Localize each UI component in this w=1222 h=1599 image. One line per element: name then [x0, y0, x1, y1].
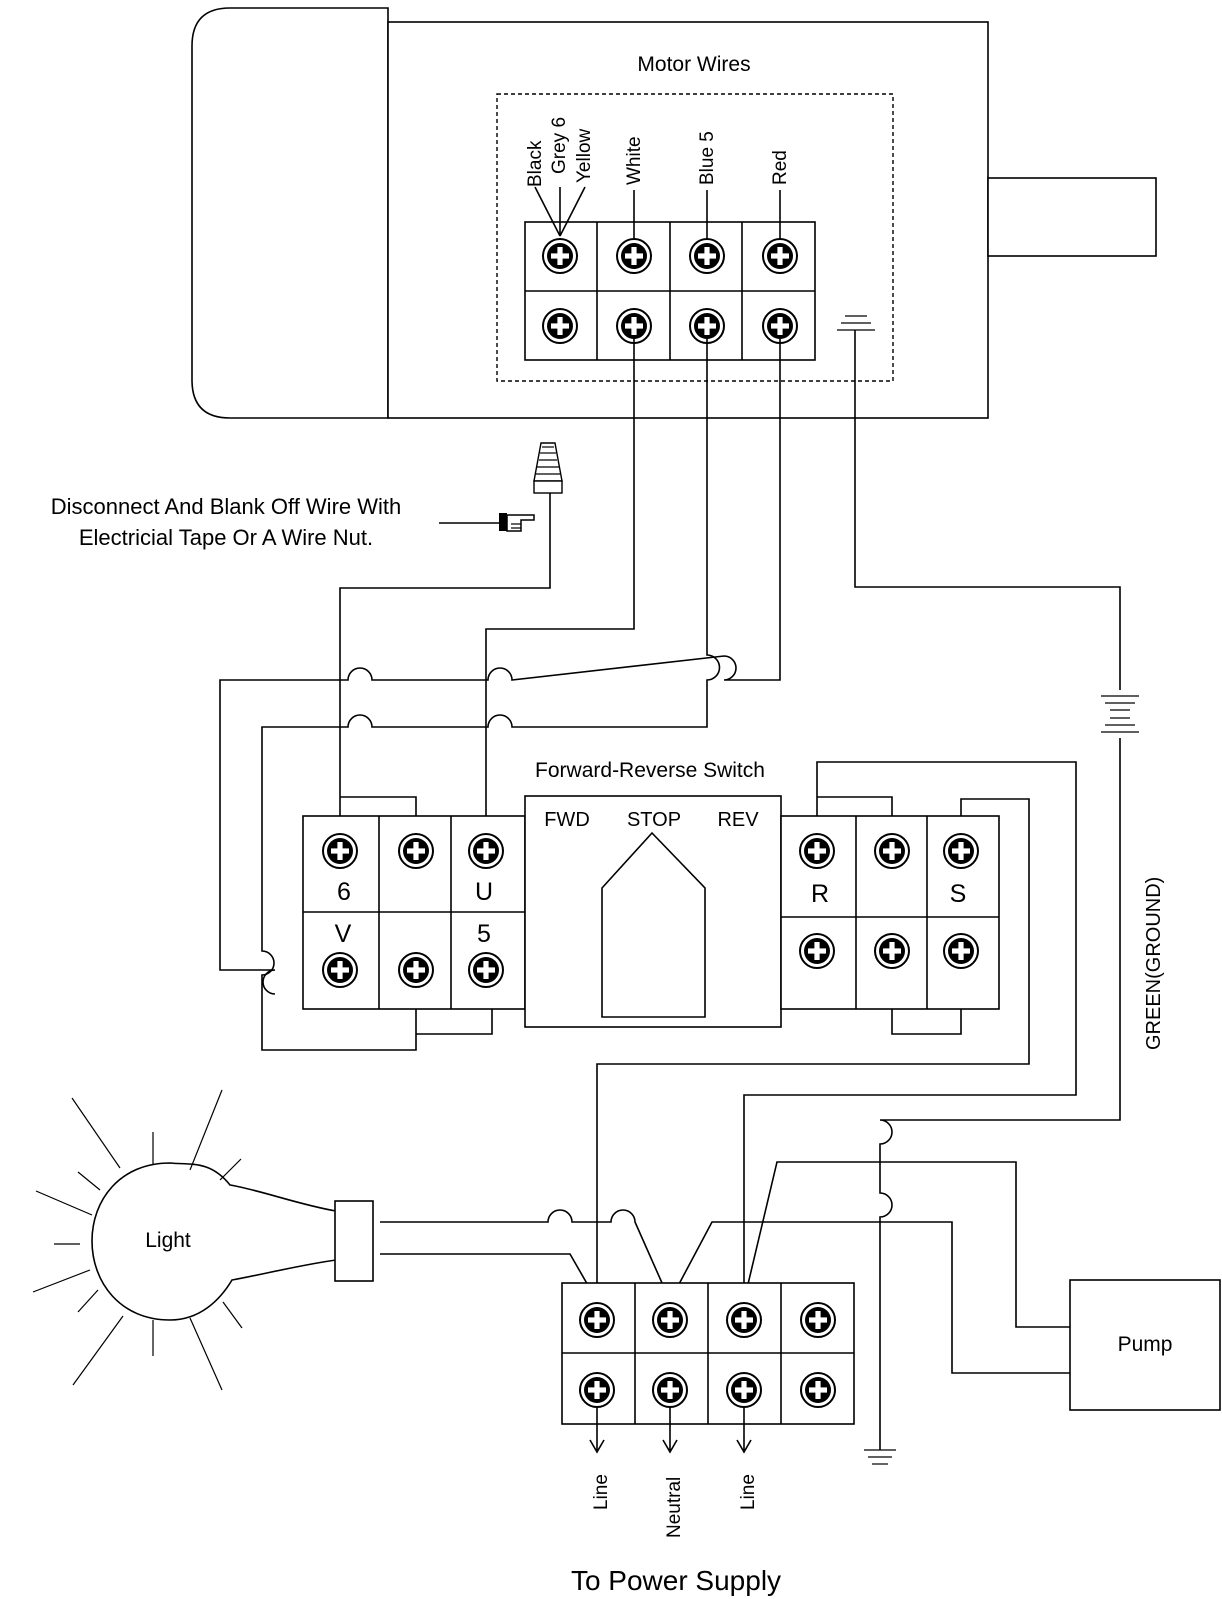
ground-label: GREEN(GROUND): [1143, 877, 1165, 1050]
pump: Pump: [1069, 1279, 1221, 1411]
switch-screw: [322, 952, 358, 988]
wire-nut-icon: [533, 442, 563, 494]
supply-screw: [579, 1372, 615, 1408]
switch-screw: [799, 933, 835, 969]
motor-screw: [542, 238, 578, 274]
switch-screw: [468, 833, 504, 869]
power-supply-terminal-block: Line Neutral Line To Power Supply: [561, 1282, 855, 1596]
supply-screw: [726, 1372, 762, 1408]
wire-label-white: White: [624, 136, 645, 185]
terminal-label-r: R: [811, 880, 829, 908]
motor-screw: [689, 238, 725, 274]
switch-screw: [799, 833, 835, 869]
note-line-1: Disconnect And Blank Off Wire With: [51, 494, 402, 519]
terminal-label-v: V: [335, 920, 352, 948]
ground-wire-symbol: [1100, 690, 1140, 738]
pump-label: Pump: [1118, 1333, 1173, 1356]
supply-screw: [800, 1372, 836, 1408]
supply-screw: [579, 1302, 615, 1338]
motor-ground-icon: [837, 315, 875, 418]
switch-screw: [874, 933, 910, 969]
wire-label-yellow: Yellow: [574, 128, 595, 183]
supply-screw: [800, 1302, 836, 1338]
switch-screw: [943, 833, 979, 869]
light-rays-icon: [32, 1089, 243, 1391]
terminal-label-u: U: [475, 878, 493, 906]
switch-screw: [398, 952, 434, 988]
motor-screw: [762, 238, 798, 274]
supply-title: To Power Supply: [571, 1565, 781, 1596]
switch-screw: [468, 952, 504, 988]
terminal-label-6: 6: [337, 878, 351, 906]
terminal-label-5: 5: [477, 920, 491, 948]
motor-wires-title: Motor Wires: [637, 53, 750, 76]
supply-arrows: [589, 1408, 752, 1454]
supply-label-line-1: Line: [591, 1474, 612, 1510]
supply-screw: [652, 1302, 688, 1338]
motor: Motor Wires Black Grey 6 Yellow White Bl…: [191, 7, 1157, 419]
pointing-hand-icon: [499, 513, 535, 532]
switch-screw: [322, 833, 358, 869]
wires: [219, 336, 1121, 1450]
wire-label-grey6: Grey 6: [549, 117, 570, 174]
switch-screw: [398, 833, 434, 869]
motor-screw: [542, 308, 578, 344]
earth-ground-icon: [864, 1449, 896, 1465]
supply-label-line-2: Line: [738, 1474, 759, 1510]
switch-screw: [943, 933, 979, 969]
wire-label-red: Red: [770, 150, 791, 185]
motor-screw: [616, 238, 652, 274]
forward-reverse-switch: Forward-Reverse Switch FWD STOP REV 6 U …: [302, 759, 1000, 1028]
supply-screw: [652, 1372, 688, 1408]
switch-title: Forward-Reverse Switch: [535, 759, 765, 782]
light-bulb: Light: [32, 1089, 374, 1391]
motor-junction-box: [496, 93, 894, 382]
switch-screw: [874, 833, 910, 869]
switch-position-stop: STOP: [627, 809, 681, 831]
supply-label-neutral: Neutral: [664, 1477, 685, 1538]
wire-label-black: Black: [525, 140, 546, 187]
switch-position-rev: REV: [717, 809, 759, 831]
light-label: Light: [145, 1229, 191, 1252]
supply-screw: [726, 1302, 762, 1338]
wire-label-blue5: Blue 5: [697, 131, 718, 185]
note-line-2: Electricial Tape Or A Wire Nut.: [79, 525, 373, 550]
switch-position-fwd: FWD: [544, 809, 590, 831]
terminal-label-s: S: [950, 880, 967, 908]
